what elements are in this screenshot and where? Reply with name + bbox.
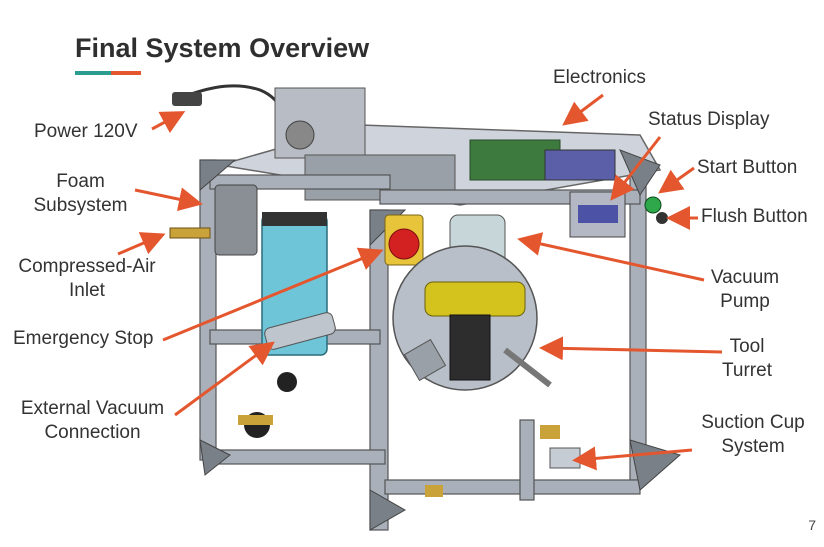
status-display-screen [578, 205, 618, 223]
flush-button-icon [656, 212, 668, 224]
label-tool-turret: Tool Turret [712, 335, 782, 383]
air-inlet-fitting [169, 227, 211, 239]
title-underline-orange [111, 71, 141, 75]
label-power: Power 120V [34, 121, 138, 142]
label-status-display: Status Display [648, 109, 770, 130]
label-vac-pump-line2: Pump [720, 291, 770, 312]
label-air-inlet: Compressed-Air Inlet [8, 255, 166, 303]
callout-arrows [117, 93, 723, 471]
router-tool [424, 281, 526, 317]
valve-fitting [238, 415, 273, 425]
estop-button-icon [388, 228, 420, 260]
label-foam-subsystem: Foam Subsystem [28, 170, 133, 218]
label-foam-line2: Subsystem [33, 195, 128, 216]
label-tool-line1: Tool [729, 336, 765, 357]
start-button-icon [644, 196, 662, 214]
suction-cup-bracket [549, 447, 581, 469]
turret-bracket [403, 338, 447, 382]
label-ext-vac-line1: External Vacuum [20, 398, 165, 419]
label-electronics: Electronics [553, 67, 646, 88]
foam-regulator [214, 184, 258, 256]
label-flush-button: Flush Button [701, 206, 808, 227]
motor-tool [449, 314, 491, 381]
external-vacuum-port [264, 312, 336, 350]
label-vac-pump-line1: Vacuum [710, 267, 780, 288]
label-foam-line1: Foam [56, 171, 105, 192]
label-air-line2: Inlet [69, 280, 105, 301]
power-plug [172, 92, 202, 106]
gauge-icon [277, 372, 297, 392]
power-supply-box [274, 87, 366, 159]
label-air-line1: Compressed-Air [18, 256, 156, 277]
slide-title: Final System Overview [75, 33, 370, 63]
label-suction-line1: Suction Cup [701, 412, 805, 433]
label-vacuum-pump: Vacuum Pump [700, 266, 790, 314]
fan-icon [285, 120, 315, 150]
label-emergency-stop: Emergency Stop [13, 328, 154, 349]
suction-fitting [540, 425, 560, 439]
label-start-button: Start Button [697, 157, 798, 178]
label-ext-vac-line2: Connection [44, 422, 141, 443]
label-suction-line2: System [721, 436, 785, 457]
suction-arm [503, 347, 552, 388]
title-underline-teal [75, 71, 111, 75]
suction-fitting-2 [425, 485, 443, 497]
label-suction-cup: Suction Cup System [694, 411, 812, 459]
label-external-vacuum: External Vacuum Connection [10, 397, 175, 445]
foam-canister-cap [262, 212, 327, 226]
page-number: 7 [808, 517, 816, 533]
label-tool-line2: Turret [722, 360, 772, 381]
display-board [544, 149, 616, 181]
